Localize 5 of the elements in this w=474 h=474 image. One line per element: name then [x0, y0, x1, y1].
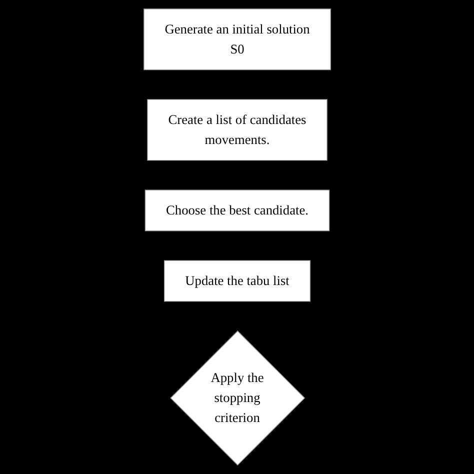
- node-diamond: Apply the stopping criterion: [170, 330, 305, 466]
- node-box: Choose the best candidate.: [144, 190, 330, 232]
- node-box: Generate an initial solution S0: [143, 8, 331, 70]
- node-box: Create a list of candidates movements.: [146, 99, 328, 161]
- node-box: Update the tabu list: [164, 260, 310, 302]
